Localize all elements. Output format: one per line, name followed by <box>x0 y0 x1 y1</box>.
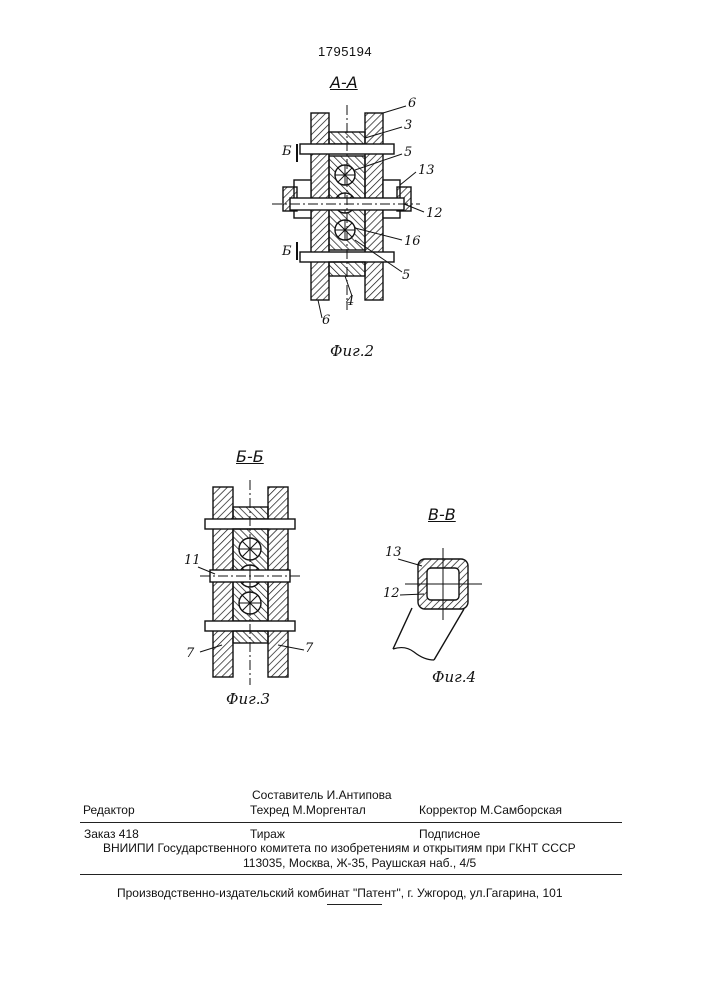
fig2-label-5-bottom: 5 <box>402 268 410 283</box>
fig2-cut-mark-bottom: Б <box>282 244 292 259</box>
imprint-compiler: Составитель И.Антипова <box>252 788 392 802</box>
fig2-label-13: 13 <box>418 163 435 178</box>
fig2-cut-mark-top: Б <box>282 144 292 159</box>
imprint-techred: Техред М.Моргентал <box>250 803 366 817</box>
fig4-caption: Фиг.4 <box>432 668 476 686</box>
fig3-section-title: Б-Б <box>236 447 264 466</box>
imprint-subscription: Подписное <box>419 827 480 841</box>
fig2-section-title: А-А <box>330 73 358 92</box>
fig3-label-7-right: 7 <box>305 641 313 656</box>
fig2-caption: Фиг.2 <box>330 342 374 360</box>
imprint-address: 113035, Москва, Ж-35, Раушская наб., 4/5 <box>243 856 476 870</box>
fig4-section-title: В-В <box>428 505 456 524</box>
imprint-circulation: Тираж <box>250 827 285 841</box>
fig2-label-4: 4 <box>346 294 354 309</box>
imprint-order: Заказ 418 <box>84 827 139 841</box>
imprint-publisher: Производственно-издательский комбинат "П… <box>117 886 563 900</box>
fig2-label-5-top: 5 <box>404 145 412 160</box>
fig2-label-3: 3 <box>404 118 412 133</box>
imprint-end-rule <box>327 904 382 905</box>
fig4-label-13: 13 <box>385 545 402 560</box>
imprint-divider-2 <box>80 874 622 875</box>
imprint-vniipi: ВНИИПИ Государственного комитета по изоб… <box>103 841 576 855</box>
figure2-drawing <box>272 105 424 318</box>
imprint-corrector: Корректор М.Самборская <box>419 803 562 817</box>
fig3-label-11: 11 <box>184 553 201 568</box>
imprint-editor: Редактор <box>83 803 135 817</box>
figure4-drawing <box>393 548 482 660</box>
fig2-label-6-bottom: 6 <box>322 313 330 328</box>
fig2-label-16: 16 <box>404 234 421 249</box>
figure3-drawing <box>198 480 304 685</box>
fig3-caption: Фиг.3 <box>226 690 270 708</box>
fig4-label-12: 12 <box>383 586 400 601</box>
imprint-divider-1 <box>80 822 622 823</box>
fig3-label-7-left: 7 <box>186 646 194 661</box>
fig2-label-12: 12 <box>426 206 443 221</box>
fig2-label-6-top: 6 <box>408 96 416 111</box>
